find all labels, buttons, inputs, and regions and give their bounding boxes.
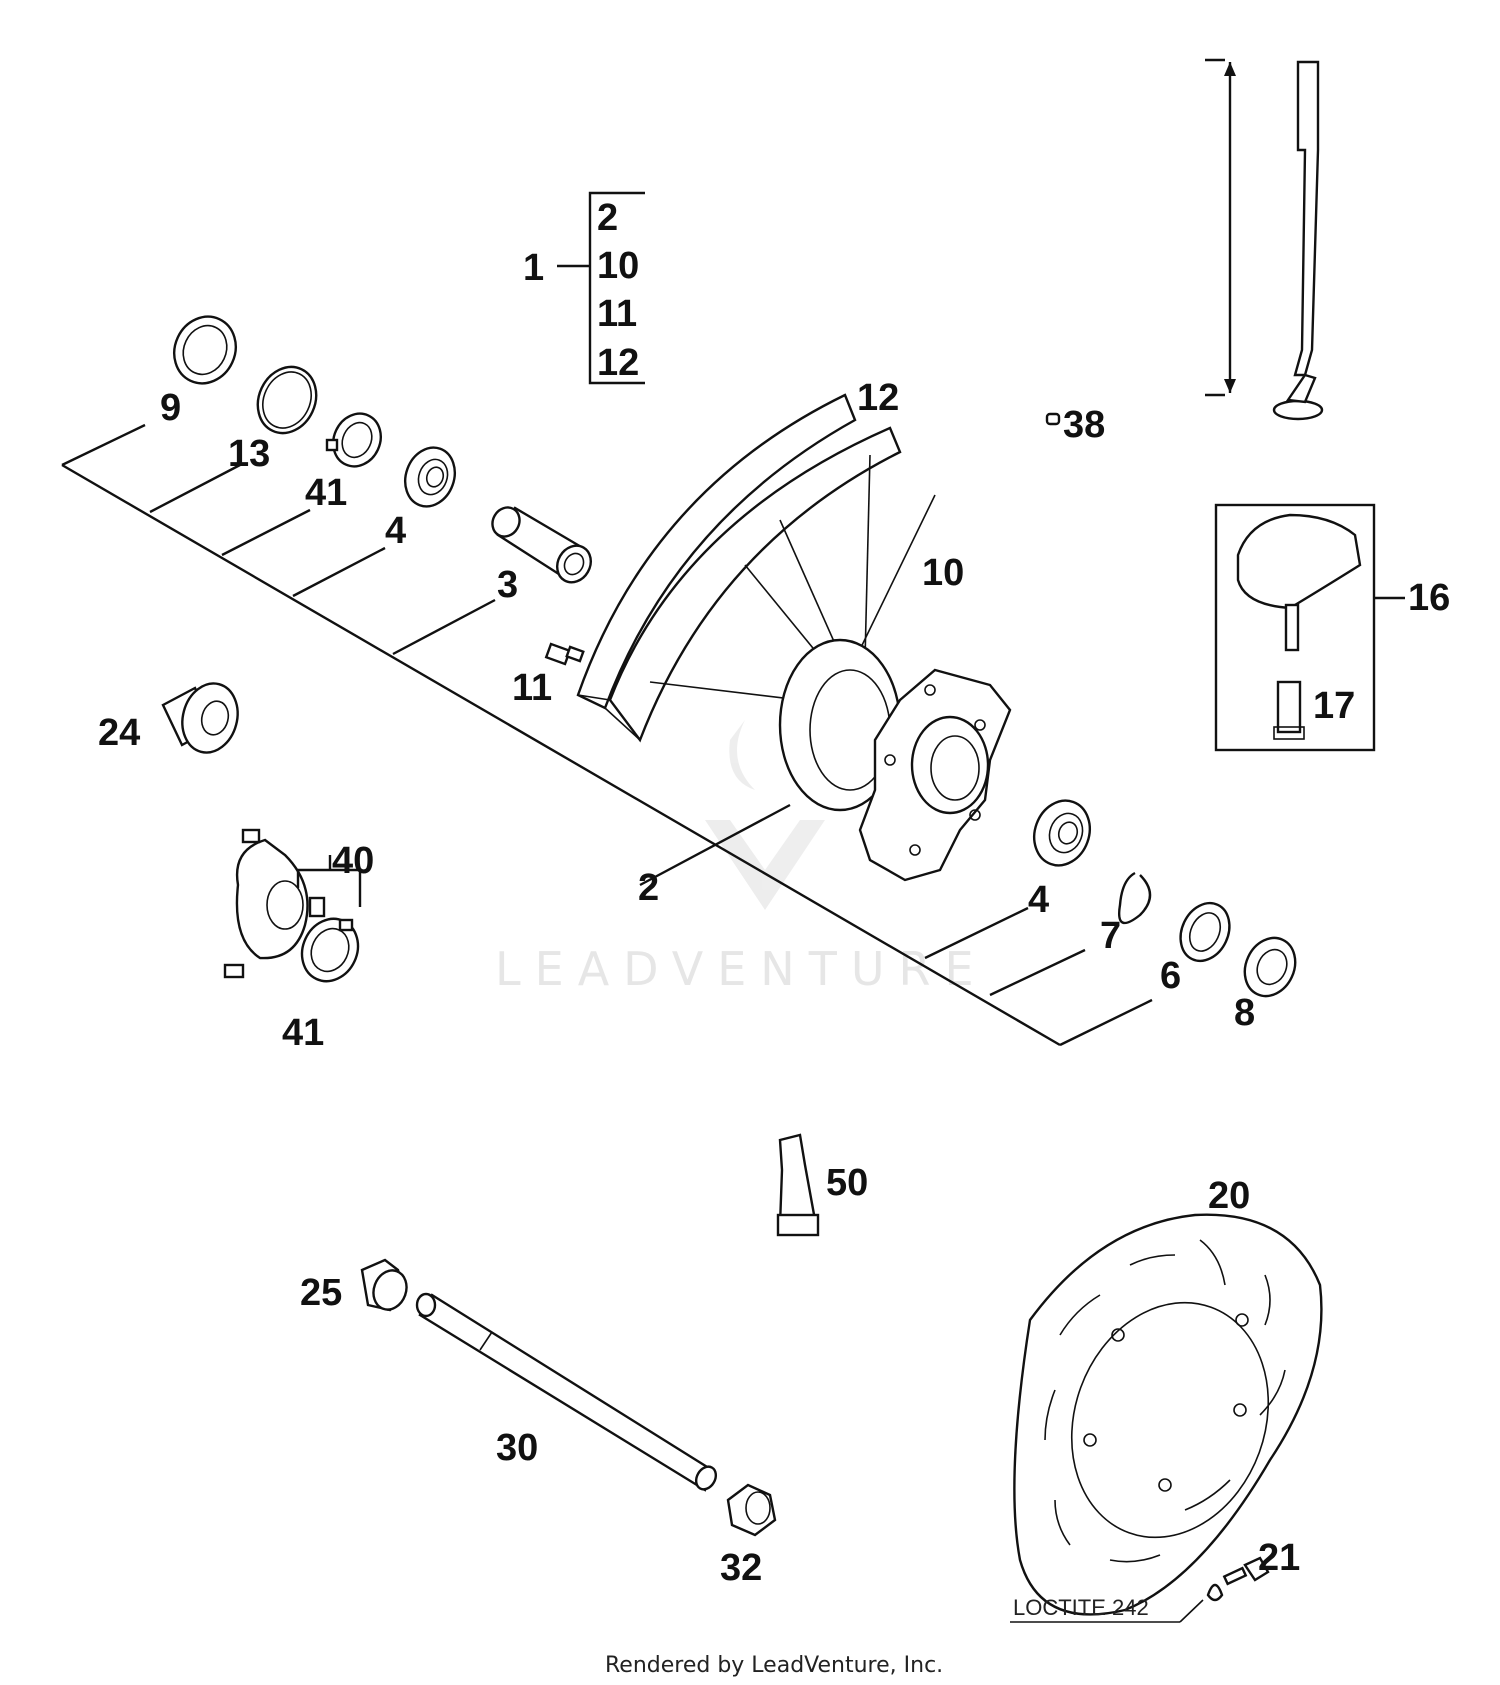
shaft-seal-part (173, 315, 237, 385)
callout-10: 10 (922, 552, 964, 594)
assembly-bracket: 1 2 10 11 12 (523, 191, 645, 385)
axle-nut-part (360, 1258, 408, 1312)
callout-21: 21 (1258, 1537, 1300, 1579)
spoke-nipple-small-part (1045, 412, 1061, 426)
spacer-right-part (1243, 936, 1297, 998)
callout-16: 16 (1408, 577, 1450, 619)
hub (778, 638, 1012, 882)
callout-24: 24 (98, 712, 140, 754)
footer-credit: Rendered by LeadVenture, Inc. (605, 1653, 943, 1678)
group-member-10: 10 (597, 245, 639, 287)
group-label: 1 (523, 247, 544, 289)
callout-8: 8 (1234, 992, 1255, 1034)
explode-axis (61, 423, 1153, 1047)
disc-screw-part: LOCTITE 242 (1010, 1556, 1270, 1623)
speedometer-drive-part (223, 828, 362, 979)
wheel-bearing-right-part (1033, 799, 1091, 867)
distance-sleeve-part (491, 506, 593, 584)
wheel-axle-part (415, 1292, 718, 1492)
group-member-2: 2 (597, 197, 618, 239)
inner-tube-box (1214, 503, 1405, 752)
spacer-collar-part (161, 682, 239, 754)
callout-labels: 9 13 41 4 3 11 12 10 38 16 17 24 40 41 2… (98, 377, 1450, 1589)
callout-11: 11 (512, 667, 552, 709)
callout-38: 38 (1063, 404, 1105, 446)
grease-tube-part (776, 1133, 820, 1237)
callout-13: 13 (228, 433, 270, 475)
callout-4-right: 4 (1028, 879, 1049, 921)
callout-30: 30 (496, 1427, 538, 1469)
spoke-nipple-part (544, 642, 585, 666)
loctite-note: LOCTITE 242 (1013, 1595, 1149, 1620)
callout-6: 6 (1160, 955, 1181, 997)
callout-41: 41 (305, 472, 347, 514)
shaft-seal-right-part (1179, 901, 1231, 963)
callout-32: 32 (720, 1547, 762, 1589)
group-member-11: 11 (597, 293, 637, 335)
collar-nut-part (726, 1483, 777, 1537)
callout-17: 17 (1313, 685, 1355, 727)
group-member-12: 12 (597, 342, 639, 384)
wheel-bearing-part (404, 446, 456, 508)
callout-40: 40 (332, 840, 374, 882)
lock-washer-part (325, 412, 382, 468)
spoke-length-detail (1205, 58, 1324, 421)
callout-3: 3 (497, 564, 518, 606)
wheel-rim-spokes-hub (576, 393, 1012, 882)
callout-41-lower: 41 (282, 1012, 324, 1054)
circlip-part (1118, 871, 1152, 925)
callout-50: 50 (826, 1162, 868, 1204)
leadventure-watermark: LEADVENTURE (495, 720, 988, 996)
callout-12: 12 (857, 377, 899, 419)
watermark-text: LEADVENTURE (495, 942, 988, 996)
brake-disc-part (1013, 1213, 1323, 1616)
callout-7: 7 (1100, 915, 1121, 957)
lock-washer-lower-part (300, 917, 360, 983)
callout-4-left: 4 (385, 510, 406, 552)
callout-20: 20 (1208, 1175, 1250, 1217)
disc-slots (1044, 1239, 1286, 1563)
callout-25: 25 (300, 1272, 342, 1314)
callout-9: 9 (160, 387, 181, 429)
callout-2: 2 (638, 867, 659, 909)
spacer-ring-part (256, 365, 318, 435)
